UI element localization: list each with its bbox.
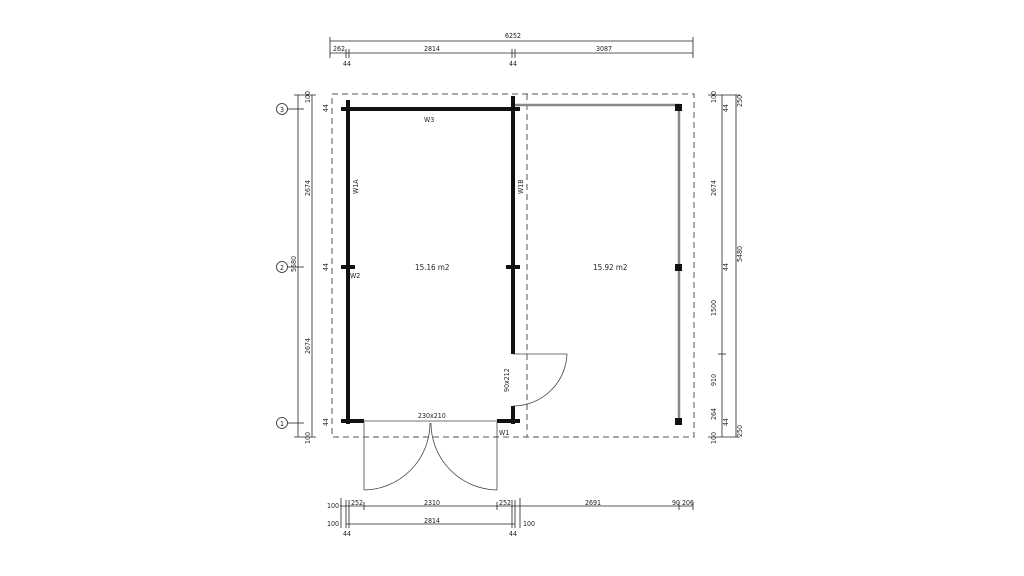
dim: 262 [333,45,345,53]
axis-1: 1 [280,420,284,428]
dim: 2691 [585,499,601,507]
dim: 5480 [736,246,744,262]
axis-markers: 3 2 1 [276,103,304,429]
dim: 2310 [424,499,440,507]
side-door-label: 90x212 [503,368,511,392]
window-w2: W2 [350,272,360,280]
dim: 250 [736,425,744,437]
dim: 100 [304,91,312,103]
right-dimensions: 100 44 250 2674 44 5480 1500 910 264 44 … [708,91,744,444]
dim-total-width: 6252 [505,32,521,40]
dim: 90 [672,499,680,507]
side-door [512,353,568,407]
dim: 2674 [710,180,718,196]
dim: 252 [351,499,363,507]
room-area-left: 15.16 m2 [415,263,449,272]
dim: 44 [722,418,730,426]
dim: 2814 [424,45,440,53]
dim: 264 [710,408,718,420]
dim: 100 [304,432,312,444]
post [675,104,682,111]
walls [341,96,520,424]
dim: 2674 [304,180,312,196]
dim: 44 [509,530,517,538]
dim: 44 [722,263,730,271]
left-dimensions: 5680 100 2674 2674 100 44 44 44 [290,91,330,444]
dim: 44 [343,530,351,538]
dim: 44 [509,60,517,68]
dim: 910 [710,374,718,386]
axis-3: 3 [280,106,284,114]
bottom-dimensions: 100 252 2310 252 2691 90 206 100 2814 10… [327,498,694,538]
dim: 44 [722,104,730,112]
dim: 44 [322,263,330,271]
top-dimensions: 6252 262 2814 3087 44 44 [329,32,694,68]
roof-outline [331,93,695,438]
double-door-label: 230x210 [418,412,446,420]
dim: 2674 [304,338,312,354]
dim: 100 [710,432,718,444]
dim-total-depth: 5680 [290,256,298,272]
dim: 250 [736,95,744,107]
dim: 44 [322,418,330,426]
window-w1: W1 [499,429,509,437]
dim: 100 [327,520,339,528]
dim: 252 [499,499,511,507]
dim: 100 [710,91,718,103]
dim: 1500 [710,300,718,316]
post [675,418,682,425]
dim: 44 [343,60,351,68]
dim: 2814 [424,517,440,525]
window-w1b: W1B [517,179,525,194]
window-w1a: W1A [352,179,360,194]
canopy [515,103,682,425]
axis-2: 2 [280,264,284,272]
dim: 206 [682,499,694,507]
dim: 100 [327,502,339,510]
post [675,264,682,271]
double-door [363,420,498,491]
dim: 100 [523,520,535,528]
window-w3: W3 [424,116,434,124]
dim: 3087 [596,45,612,53]
room-area-right: 15.92 m2 [593,263,627,272]
dim: 44 [322,104,330,112]
